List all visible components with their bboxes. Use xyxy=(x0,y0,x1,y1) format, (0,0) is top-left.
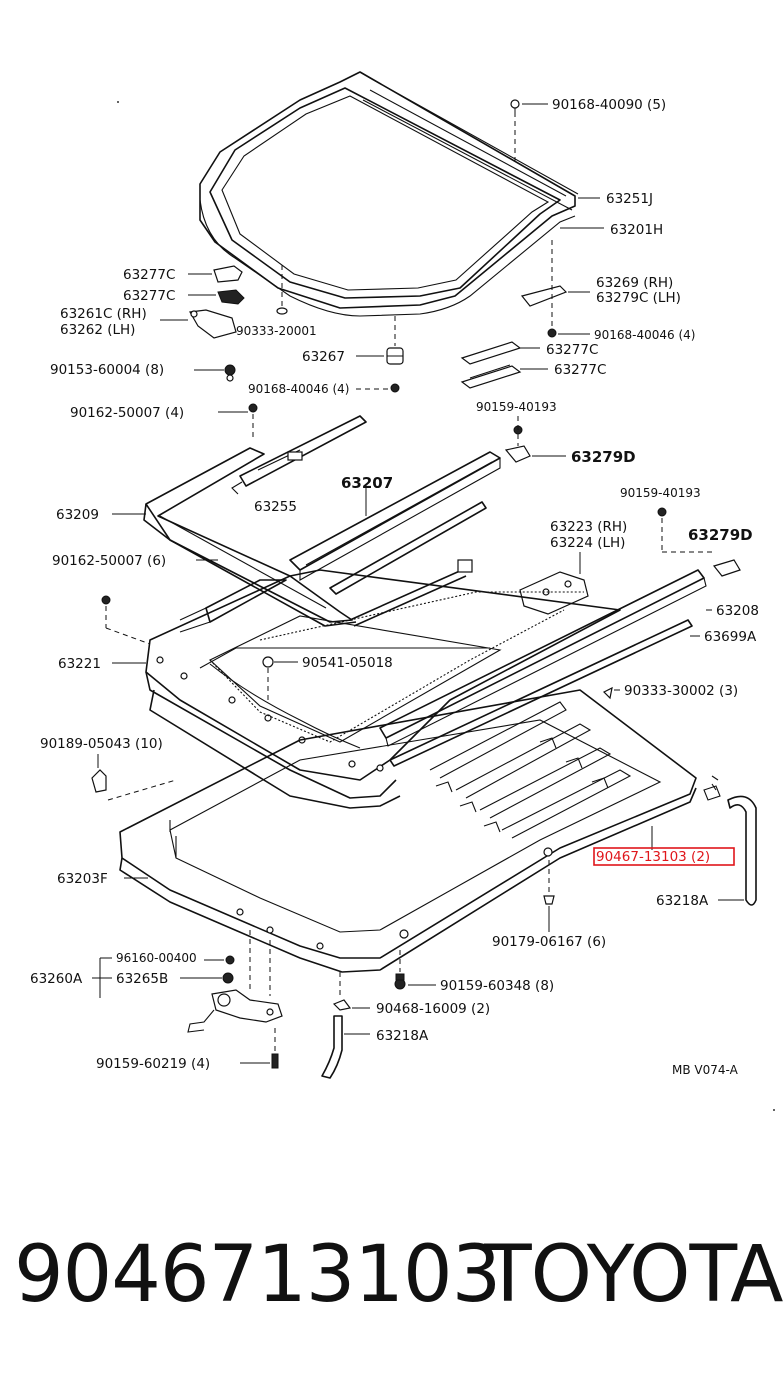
drive-cable-arm-icon xyxy=(349,559,473,627)
label-63699A: 63699A xyxy=(704,629,757,645)
bolt-icon xyxy=(262,656,274,700)
label-63255: 63255 xyxy=(254,499,297,515)
label-63207: 63207 xyxy=(341,474,393,492)
drain-hose-63218a-icon xyxy=(321,1015,343,1079)
label-90189-05043: 90189-05043 (10) xyxy=(40,736,163,752)
nut-icon xyxy=(224,364,236,382)
bolt-icon xyxy=(657,507,667,517)
label-63277C-c: 63277C xyxy=(546,342,598,358)
nut-icon xyxy=(394,973,406,990)
drive-cable-icon xyxy=(179,579,584,743)
label-63260A: 63260A xyxy=(30,971,83,987)
plug-icon xyxy=(543,895,555,905)
label-63279C: 63279C (LH) xyxy=(596,290,681,306)
washer-icon xyxy=(222,955,235,984)
label-90159-60219: 90159-60219 (4) xyxy=(96,1056,210,1072)
bolt-icon xyxy=(101,595,111,605)
label-90333-20001: 90333-20001 xyxy=(236,324,317,338)
label-63262: 63262 (LH) xyxy=(60,322,135,338)
bolt-icon xyxy=(271,1053,279,1069)
hose-clip-icon xyxy=(332,999,352,1011)
bolt-icon xyxy=(390,383,400,393)
label-63201H: 63201H xyxy=(610,222,663,238)
bolt-icon xyxy=(547,328,557,338)
label-90162-50007-a: 90162-50007 (4) xyxy=(70,405,184,421)
bracket-63279d-icon xyxy=(712,559,741,577)
sunroof-glass-panel xyxy=(199,71,579,317)
seal-63699a xyxy=(389,619,693,767)
hinge-63261c-icon xyxy=(189,309,237,339)
guide-rail-63207 xyxy=(289,451,501,595)
label-63218A-b: 63218A xyxy=(376,1028,429,1044)
label-90159-40193-a: 90159-40193 xyxy=(476,400,557,414)
label-90467-13103: 90467-13103 (2) xyxy=(596,849,710,865)
label-63251J: 63251J xyxy=(606,191,653,207)
label-90541-05018: 90541-05018 xyxy=(302,655,393,671)
clip-90333-20001-icon xyxy=(276,307,288,315)
label-90468-16009: 90468-16009 (2) xyxy=(376,1001,490,1017)
label-63277C-b: 63277C xyxy=(123,288,175,304)
label-63269: 63269 (RH) xyxy=(596,275,673,291)
label-63261C: 63261C (RH) xyxy=(60,306,147,322)
housing-frame-63221 xyxy=(145,569,621,809)
diagram-code: MB V074-A xyxy=(672,1063,739,1077)
label-63208: 63208 xyxy=(716,603,759,619)
label-90333-30002: 90333-30002 (3) xyxy=(624,683,738,699)
drive-bracket-63223-icon xyxy=(519,571,589,615)
sunroof-motor-icon xyxy=(187,989,283,1033)
frame-rib-icon xyxy=(429,701,632,839)
drain-hose-63218a-icon xyxy=(703,775,757,906)
label-63221: 63221 xyxy=(58,656,101,672)
label-63267: 63267 xyxy=(302,349,345,365)
label-63279D-a: 63279D xyxy=(571,448,636,466)
rail-63208 xyxy=(379,569,707,747)
stopper-63267-icon xyxy=(386,347,404,365)
part-number-title: 9046713103 xyxy=(14,1230,501,1320)
label-63218A-a: 63218A xyxy=(656,893,709,909)
label-63224: 63224 (LH) xyxy=(550,535,625,551)
bracket-63279d-icon xyxy=(504,445,531,463)
label-63277C-a: 63277C xyxy=(123,267,175,283)
bolt-icon xyxy=(510,99,520,114)
label-63203F: 63203F xyxy=(57,871,108,887)
bracket-63277c-icon xyxy=(213,265,245,305)
label-63223: 63223 (RH) xyxy=(550,519,627,535)
bracket-63269-icon xyxy=(520,285,568,307)
label-63279D-b: 63279D xyxy=(688,526,753,544)
label-90168-40046-b: 90168-40046 (4) xyxy=(248,382,350,396)
highlighted-part-box xyxy=(593,847,735,866)
label-90179-06167: 90179-06167 (6) xyxy=(492,934,606,950)
label-90162-50007-b: 90162-50007 (6) xyxy=(52,553,166,569)
label-63277C-d: 63277C xyxy=(554,362,606,378)
sunshade-63209 xyxy=(143,447,357,627)
label-90168-40046-a: 90168-40046 (4) xyxy=(594,328,696,342)
label-90159-40193-b: 90159-40193 xyxy=(620,486,701,500)
arm-63255-icon xyxy=(231,415,367,495)
bolt-icon xyxy=(248,403,258,413)
label-63209: 63209 xyxy=(56,507,99,523)
label-96160-00400: 96160-00400 xyxy=(116,951,197,965)
label-90153-60004: 90153-60004 (8) xyxy=(50,362,164,378)
label-63265B: 63265B xyxy=(116,971,168,987)
clip-icon xyxy=(602,686,613,700)
label-90159-60348: 90159-60348 (8) xyxy=(440,978,554,994)
footer: 9046713103 TOYOTA xyxy=(0,1230,784,1340)
clip-icon xyxy=(91,769,107,793)
roof-frame-63203F xyxy=(119,689,697,973)
guide-63277c-icon xyxy=(460,341,522,389)
label-90168-40090: 90168-40090 (5) xyxy=(552,97,666,113)
brand-title: TOYOTA xyxy=(484,1230,783,1320)
